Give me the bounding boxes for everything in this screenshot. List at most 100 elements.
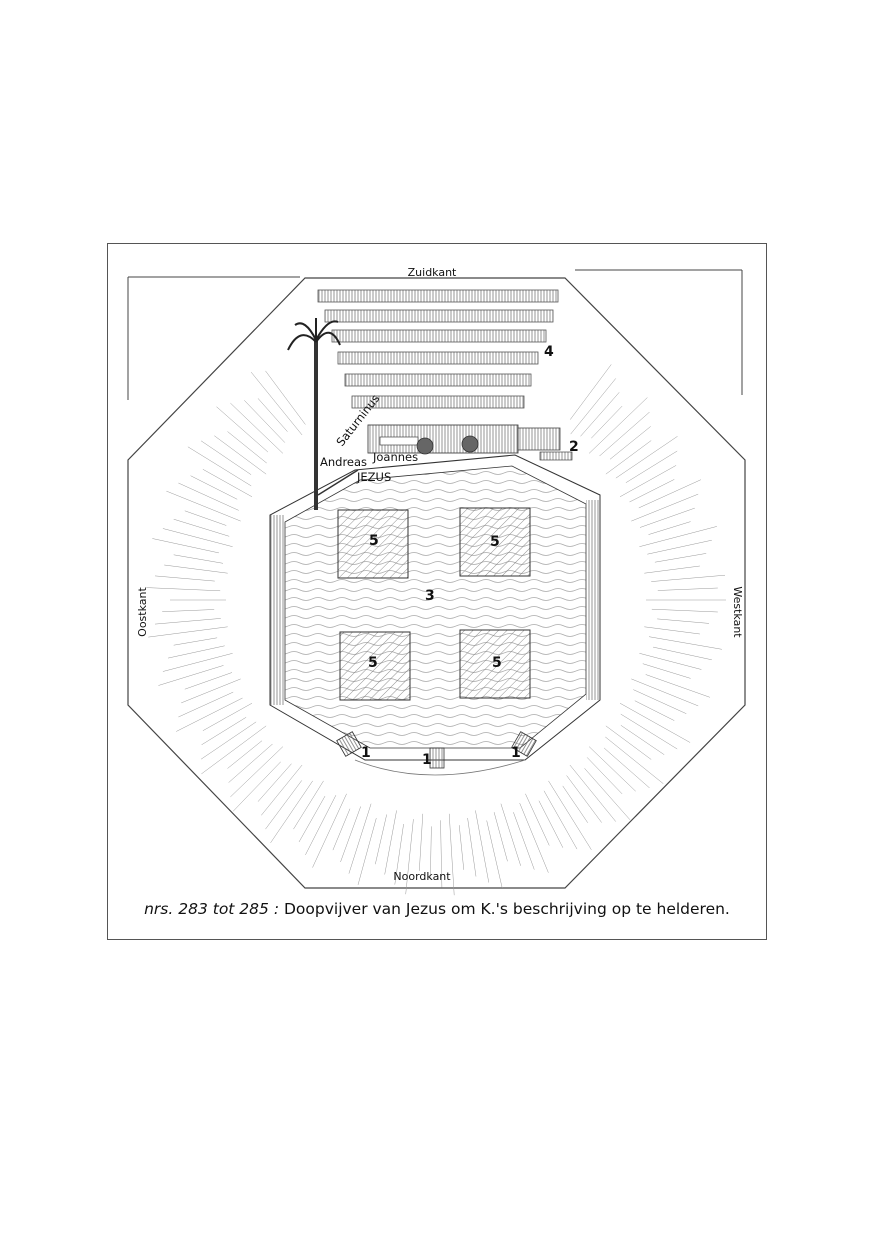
hatch-line (591, 405, 623, 439)
hatch-line (200, 440, 252, 475)
hatch-line (257, 398, 288, 432)
hatch-line (265, 370, 306, 425)
front-bank (354, 759, 526, 776)
hatch-line (261, 764, 303, 816)
hatch-line (216, 406, 269, 453)
hatch-line (244, 400, 286, 443)
hatch-line (569, 378, 616, 436)
marker-5-top-right: 5 (490, 534, 500, 550)
hatch-line (384, 810, 397, 875)
hatch-line (543, 790, 578, 850)
block-top-right (459, 507, 531, 577)
hatch-line (201, 717, 247, 746)
hatch-line (538, 800, 564, 848)
hatch-line (357, 818, 377, 885)
wall-left (270, 515, 285, 705)
hatch-line (158, 665, 224, 686)
entrance-center (429, 747, 445, 769)
hatch-line (651, 574, 726, 582)
hatch-line (250, 371, 303, 436)
hatch-line (525, 793, 550, 846)
hatch-line (162, 528, 233, 547)
hatch-line (200, 721, 257, 760)
marker-1-center: 1 (422, 752, 432, 768)
marker-2: 2 (569, 439, 579, 455)
hatch-line (166, 490, 241, 522)
block-top-left (337, 509, 409, 579)
hatch-line (633, 689, 687, 714)
hatch-line (615, 436, 678, 479)
hatch-line (440, 820, 443, 888)
label-zuidkant: Zuidkant (408, 266, 457, 279)
hatch-line (230, 746, 284, 798)
marker-1-left: 1 (361, 745, 371, 761)
hatch-line (305, 795, 337, 856)
hatch-line (569, 764, 616, 822)
hatch-line (629, 479, 675, 503)
hatch-line (348, 803, 372, 874)
hatch-line (162, 609, 215, 612)
label-jezus: JEZUS (356, 470, 391, 484)
hatch-line (605, 736, 664, 784)
hatch-line (562, 785, 589, 823)
label-oostkant: Oostkant (136, 586, 149, 636)
caption-text: Doopvijver van Jezus om K.'s beschrijvin… (279, 900, 730, 918)
hatch-line (513, 812, 535, 870)
hatch-line (639, 507, 695, 528)
hatch-line (569, 364, 612, 420)
hatch-line (375, 814, 387, 865)
hatch-line (340, 806, 361, 863)
hatch-line (214, 435, 267, 475)
hatch-line (227, 431, 267, 464)
hatch-line (227, 740, 263, 769)
hatch-line (298, 795, 326, 843)
hatch-line (181, 678, 241, 704)
hatch-line (430, 826, 432, 880)
hatch-line (605, 725, 652, 760)
hatch-line (173, 637, 218, 646)
hatch-line (230, 402, 284, 454)
hatch-line (257, 763, 292, 802)
hatch-line (651, 608, 718, 613)
marker-3: 3 (425, 588, 435, 604)
marker-1-right: 1 (511, 745, 521, 761)
hatch-line (152, 538, 219, 554)
hatch-line (154, 618, 221, 625)
hatch-line (638, 479, 702, 509)
hatch-line (164, 564, 228, 574)
hatch-line (146, 587, 221, 592)
marker-5-bottom-right: 5 (492, 655, 502, 671)
hatch-line (654, 553, 707, 563)
hatch-line (588, 397, 648, 454)
block-bottom-left (339, 631, 411, 701)
hatch-line (167, 645, 225, 659)
label-noordkant: Noordkant (393, 870, 451, 883)
pool-water (284, 465, 587, 749)
hatch-line (584, 768, 631, 820)
entrance-left (336, 731, 362, 757)
hatch-line (265, 780, 303, 830)
hatch-line (162, 653, 233, 672)
hatch-line (609, 426, 651, 460)
hatch-line (486, 820, 503, 889)
hatch-line (202, 469, 253, 498)
back-platform (367, 424, 573, 461)
hatch-line (178, 482, 239, 511)
hatch-line (178, 691, 234, 718)
hatch-line (184, 672, 233, 690)
hatch-line (293, 780, 324, 830)
hatch-line (645, 674, 710, 698)
hatch-line (657, 587, 718, 591)
hatch-line (639, 526, 717, 547)
radiating-hatching (146, 364, 726, 896)
terraces (317, 289, 559, 409)
hatch-line (653, 646, 712, 661)
label-joannes: Joannes (372, 450, 418, 464)
hatch-line (625, 450, 678, 483)
wall-right (586, 500, 600, 700)
hatch-line (631, 493, 699, 522)
hatch-line (448, 813, 455, 896)
hatch-line (586, 757, 623, 795)
hatch-line (332, 808, 351, 851)
hatch-line (202, 702, 253, 731)
